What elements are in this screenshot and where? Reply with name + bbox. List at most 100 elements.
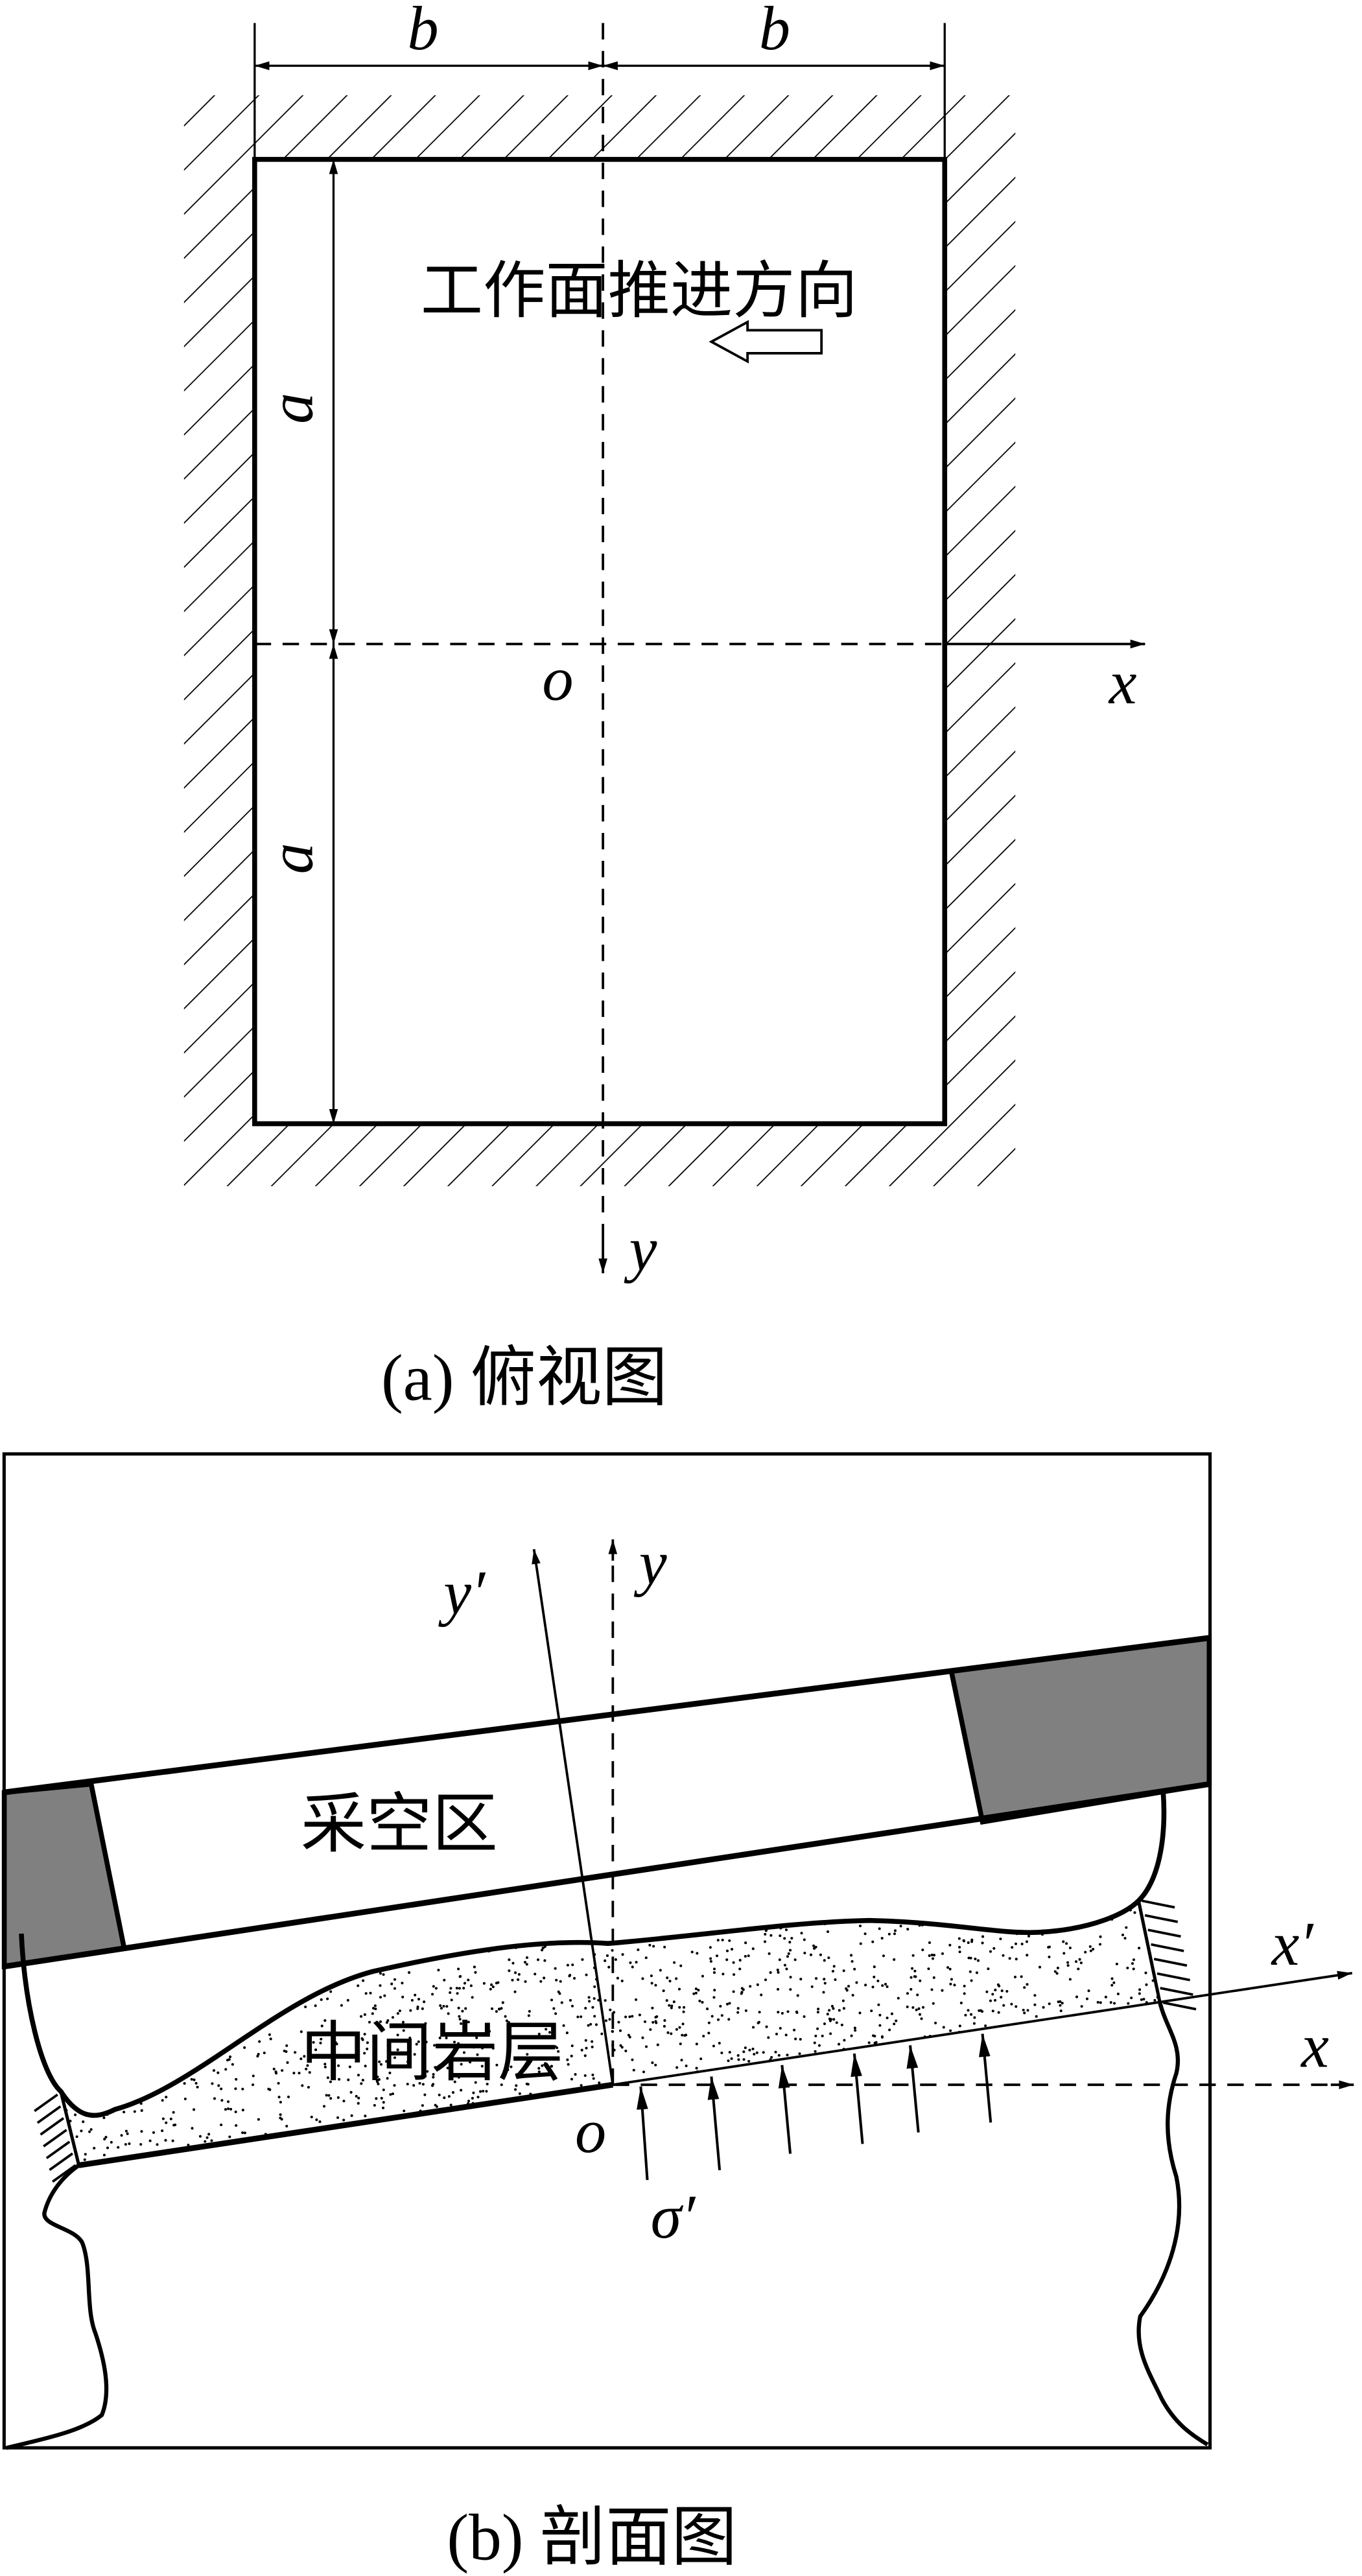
stipple-dot [454, 2168, 457, 2170]
stipple-dot [928, 1954, 931, 1957]
stipple-dot [897, 1996, 900, 2000]
stipple-dot [452, 2041, 456, 2044]
stipple-dot [750, 1892, 753, 1895]
stipple-dot [997, 2011, 1000, 2014]
stipple-dot [1026, 2009, 1029, 2012]
stipple-dot [294, 2051, 297, 2054]
stipple-dot [340, 1968, 344, 1971]
stipple-dot [641, 1977, 644, 1980]
stipple-dot [659, 2159, 662, 2162]
stipple-dot [417, 2040, 420, 2043]
stipple-dot [179, 2010, 182, 2013]
stipple-dot [1039, 2163, 1042, 2166]
stipple-dot [357, 1984, 360, 1987]
stipple-dot [1151, 2020, 1155, 2024]
stipple-dot [749, 1985, 752, 1988]
stipple-dot [135, 1996, 139, 1999]
stipple-dot [172, 2111, 175, 2114]
stipple-dot [571, 1963, 574, 1967]
stipple-dot [1077, 1967, 1080, 1971]
stipple-dot [48, 2038, 51, 2041]
stipple-dot [741, 2096, 744, 2099]
stipple-dot [570, 2148, 574, 2151]
stipple-dot [104, 2135, 108, 2139]
stipple-dot [1046, 2094, 1050, 2097]
stipple-dot [412, 1907, 415, 1911]
stipple-dot [372, 1901, 375, 1902]
stipple-dot [602, 2089, 605, 2092]
stipple-dot [591, 2045, 594, 2048]
stipple-dot [428, 2125, 431, 2129]
stipple-dot [485, 2090, 488, 2093]
stipple-dot [51, 2013, 53, 2015]
stipple-dot [143, 2071, 147, 2074]
stipple-dot [508, 1906, 511, 1909]
stipple-dot [584, 2039, 587, 2042]
fixed-support-hatch-left [34, 2093, 76, 2183]
stipple-dot [900, 2087, 904, 2090]
stipple-dot [207, 2133, 211, 2136]
stipple-dot [272, 1991, 276, 1994]
stipple-dot [215, 1963, 218, 1967]
stipple-dot [730, 2057, 733, 2060]
stipple-dot [499, 1894, 501, 1897]
stipple-dot [213, 2097, 217, 2100]
stipple-dot [827, 1930, 830, 1933]
stipple-dot [810, 2140, 814, 2144]
stipple-dot [377, 1890, 380, 1892]
stipple-dot [1120, 2012, 1123, 2015]
stipple-dot [786, 2158, 789, 2162]
stipple-dot [961, 2149, 965, 2152]
stipple-dot [621, 1953, 624, 1956]
stipple-dot [659, 1969, 662, 1972]
stipple-dot [100, 2105, 104, 2108]
stipple-dot [234, 2110, 237, 2114]
stipple-dot [613, 1901, 616, 1904]
stipple-dot [719, 2005, 722, 2008]
stipple-dot [583, 2054, 587, 2057]
stipple-dot [794, 1897, 797, 1899]
stipple-dot [928, 2157, 931, 2161]
stipple-dot [119, 2089, 122, 2092]
stipple-dot [977, 2122, 980, 2125]
stipple-dot [963, 2147, 967, 2150]
stipple-dot [769, 2153, 773, 2156]
stipple-dot [1018, 2146, 1022, 2149]
stipple-dot [798, 2101, 802, 2104]
stipple-dot [435, 2105, 438, 2108]
stipple-dot [220, 2099, 224, 2102]
stipple-dot [317, 1923, 320, 1926]
stipple-dot [832, 1965, 836, 1968]
stipple-dot [412, 2170, 414, 2173]
stipple-dot [652, 2020, 655, 2024]
stipple-dot [784, 2078, 788, 2081]
stipple-dot [145, 2051, 148, 2054]
stipple-dot [651, 2061, 654, 2065]
stipple-dot [467, 1919, 470, 1923]
stipple-dot [513, 1990, 517, 1993]
stipple-dot [389, 2093, 392, 2096]
stipple-dot [396, 2033, 399, 2037]
stipple-dot [395, 1896, 398, 1899]
stipple-dot [819, 2136, 823, 2139]
stipple-dot [952, 2079, 956, 2083]
stipple-dot [550, 1998, 554, 2002]
stipple-dot [953, 1984, 956, 1987]
stipple-dot [827, 1889, 829, 1891]
stipple-dot [554, 2045, 557, 2048]
stipple-dot [364, 1949, 368, 1952]
stipple-dot [359, 2139, 362, 2142]
stipple-dot [1059, 2037, 1062, 2040]
stipple-dot [69, 2002, 73, 2006]
stipple-dot [812, 1944, 816, 1947]
stipple-dot [819, 1890, 821, 1892]
stipple-dot [791, 2074, 794, 2078]
stipple-dot [771, 2172, 773, 2175]
stipple-dot [508, 1958, 511, 1961]
stipple-dot [819, 2106, 822, 2109]
stipple-dot [1117, 2020, 1120, 2023]
stipple-dot [662, 1989, 665, 1993]
stipple-dot [734, 2120, 737, 2124]
stipple-dot [490, 1944, 493, 1947]
stipple-dot [744, 1906, 747, 1909]
